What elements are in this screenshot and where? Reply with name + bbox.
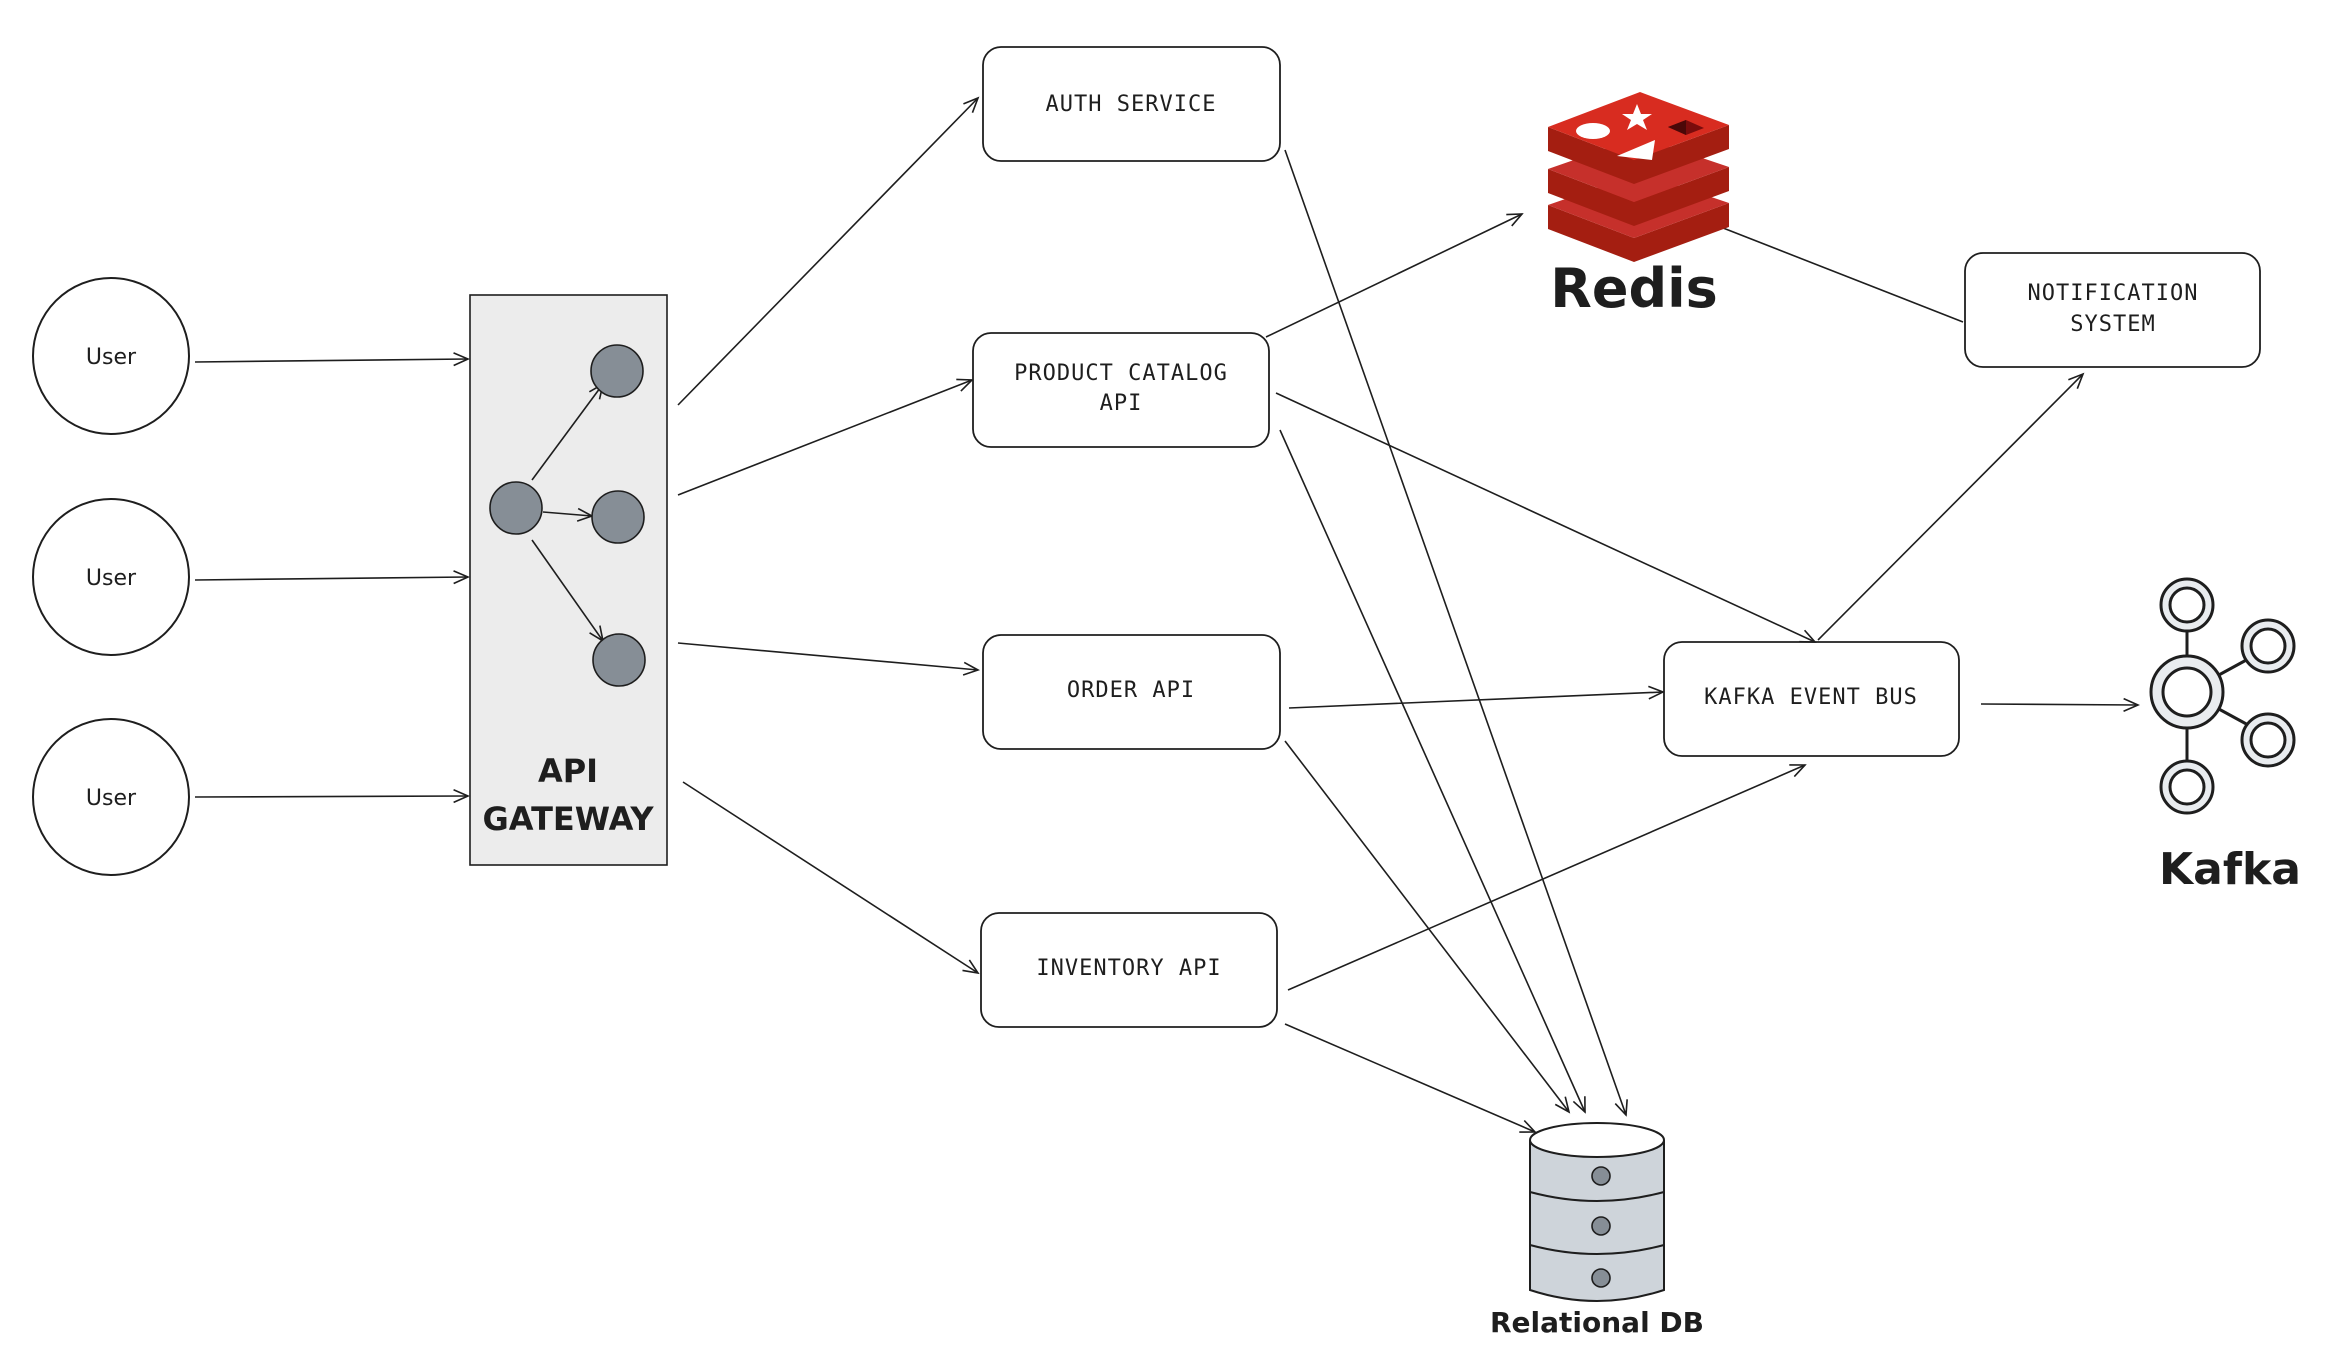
edge-kafka-notification [1817,374,2083,641]
kafka-event-bus-label: KAFKA EVENT BUS [1704,685,1918,710]
gateway-label-line1: API [538,752,598,790]
edge-inventory-kafka [1287,765,1805,991]
edge-inventory-db [1284,1023,1535,1132]
auth-service-label: AUTH SERVICE [1046,92,1217,117]
edge-order-db [1284,740,1569,1112]
notification-system-box[interactable]: NOTIFICATION SYSTEM [1964,252,2261,368]
gateway-label-line2: GATEWAY [483,800,655,838]
edge-order-kafka [1288,692,1663,709]
edge-gateway-auth [677,98,978,406]
product-catalog-box[interactable]: PRODUCT CATALOG API [972,332,1270,448]
order-api-label: ORDER API [1067,678,1195,703]
database-label: Relational DB [1490,1306,1704,1339]
redis-label: Redis [1550,257,1718,320]
edge-gateway-order [677,642,978,670]
kafka-label: Kafka [2159,844,2301,895]
catalog-label-line1: PRODUCT CATALOG [1014,361,1228,386]
kafka-logo-icon [2149,577,2296,815]
inventory-api-label: INVENTORY API [1036,956,1221,981]
edge-kafka-logo [1980,704,2138,705]
edge-notification-redis [1695,217,1964,323]
edge-gateway-inventory [682,781,978,973]
catalog-label-line2: API [1100,391,1143,416]
edge-auth-db [1284,149,1626,1115]
edge-user1-gateway [194,359,468,362]
edge-gateway-catalog [677,380,972,496]
user-label: User [86,566,137,591]
inventory-api-box[interactable]: INVENTORY API [980,912,1278,1028]
notification-label-line1: NOTIFICATION [2028,281,2199,306]
notification-label-line2: SYSTEM [2070,312,2155,337]
edge-catalog-redis [1265,214,1522,338]
edge-user2-gateway [194,577,468,580]
user-node-2[interactable]: User [32,498,190,656]
gateway-router-icon [489,344,646,687]
auth-service-box[interactable]: AUTH SERVICE [982,46,1281,162]
database-icon [1529,1122,1665,1302]
kafka-event-bus-box[interactable]: KAFKA EVENT BUS [1663,641,1960,757]
edge-catalog-kafka [1275,392,1815,642]
user-node-3[interactable]: User [32,718,190,876]
user-node-1[interactable]: User [32,277,190,435]
redis-logo-icon [1548,92,1729,262]
user-label: User [86,786,137,811]
edge-catalog-db [1279,429,1585,1112]
user-label: User [86,345,137,370]
edge-user3-gateway [194,796,468,797]
api-gateway[interactable]: API GATEWAY [469,294,668,866]
order-api-box[interactable]: ORDER API [982,634,1281,750]
